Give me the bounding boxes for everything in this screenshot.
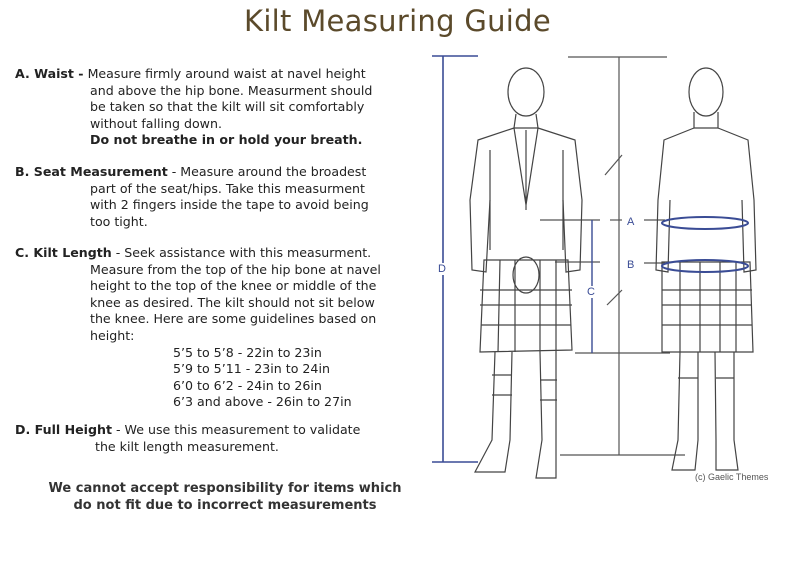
text-line: Measure firmly around waist at navel hei… bbox=[87, 66, 366, 81]
seat-label: B. Seat Measurement bbox=[15, 164, 168, 179]
disclaimer: We cannot accept responsibility for item… bbox=[0, 480, 450, 514]
text-line: height: bbox=[90, 327, 135, 343]
measure-ellipses bbox=[661, 216, 749, 273]
guideline-row: 6’0 to 6’2 - 24in to 26in bbox=[173, 377, 322, 393]
full-height-measure bbox=[432, 55, 478, 463]
kilt-length-label: C. Kilt Length bbox=[15, 245, 112, 260]
section-kilt-length: C. Kilt Length - Seek assistance with th… bbox=[15, 245, 381, 411]
label-b: B bbox=[627, 259, 635, 271]
section-seat: B. Seat Measurement - Measure around the… bbox=[15, 164, 369, 230]
text-line: the kilt length measurement. bbox=[95, 438, 279, 454]
text-line: with 2 fingers inside the tape to avoid … bbox=[90, 197, 369, 213]
text-line: without falling down. bbox=[90, 115, 222, 131]
disclaimer-line: do not fit due to incorrect measurements bbox=[73, 498, 377, 513]
text-line: - We use this measurement to validate bbox=[111, 422, 361, 437]
label-d: D bbox=[438, 263, 446, 275]
section-full-height: D. Full Height - We use this measurement… bbox=[15, 422, 360, 455]
text-line: - Measure around the broadest bbox=[167, 164, 367, 179]
seat-ellipse bbox=[661, 259, 749, 273]
back-figure-illustration bbox=[655, 67, 757, 471]
text-line: part of the seat/hips. Take this measurm… bbox=[90, 180, 365, 196]
disclaimer-line: We cannot accept responsibility for item… bbox=[48, 481, 402, 496]
guideline-row: 6’3 and above - 26in to 27in bbox=[173, 394, 352, 410]
text-line: too tight. bbox=[90, 213, 148, 229]
guideline-row: 5’5 to 5’8 - 22in to 23in bbox=[173, 344, 322, 360]
guideline-row: 5’9 to 5’11 - 23in to 24in bbox=[173, 361, 330, 377]
center-reference-line bbox=[540, 56, 685, 456]
text-line: the knee. Here are some guidelines based… bbox=[90, 311, 377, 327]
label-c: C bbox=[587, 286, 595, 298]
text-line: be taken so that the kilt will sit comfo… bbox=[90, 99, 365, 115]
text-line: height to the top of the knee or middle … bbox=[90, 278, 377, 294]
label-a: A bbox=[627, 216, 635, 228]
text-line: knee as desired. The kilt should not sit… bbox=[90, 294, 375, 310]
full-height-label: D. Full Height bbox=[15, 422, 112, 437]
waist-ellipse bbox=[661, 216, 749, 230]
waist-label: A. Waist - bbox=[15, 66, 84, 81]
text-line: and above the hip bone. Measurment shoul… bbox=[90, 82, 373, 98]
front-figure-illustration bbox=[469, 67, 583, 479]
text-line: Measure from the top of the hip bone at … bbox=[90, 261, 381, 277]
text-line: - Seek assistance with this measurment. bbox=[111, 245, 372, 260]
page-title: Kilt Measuring Guide bbox=[244, 4, 551, 38]
section-waist: A. Waist - Measure firmly around waist a… bbox=[15, 66, 372, 149]
copyright: (c) Gaelic Themes bbox=[695, 472, 769, 482]
waist-warning: Do not breathe in or hold your breath. bbox=[90, 132, 363, 148]
